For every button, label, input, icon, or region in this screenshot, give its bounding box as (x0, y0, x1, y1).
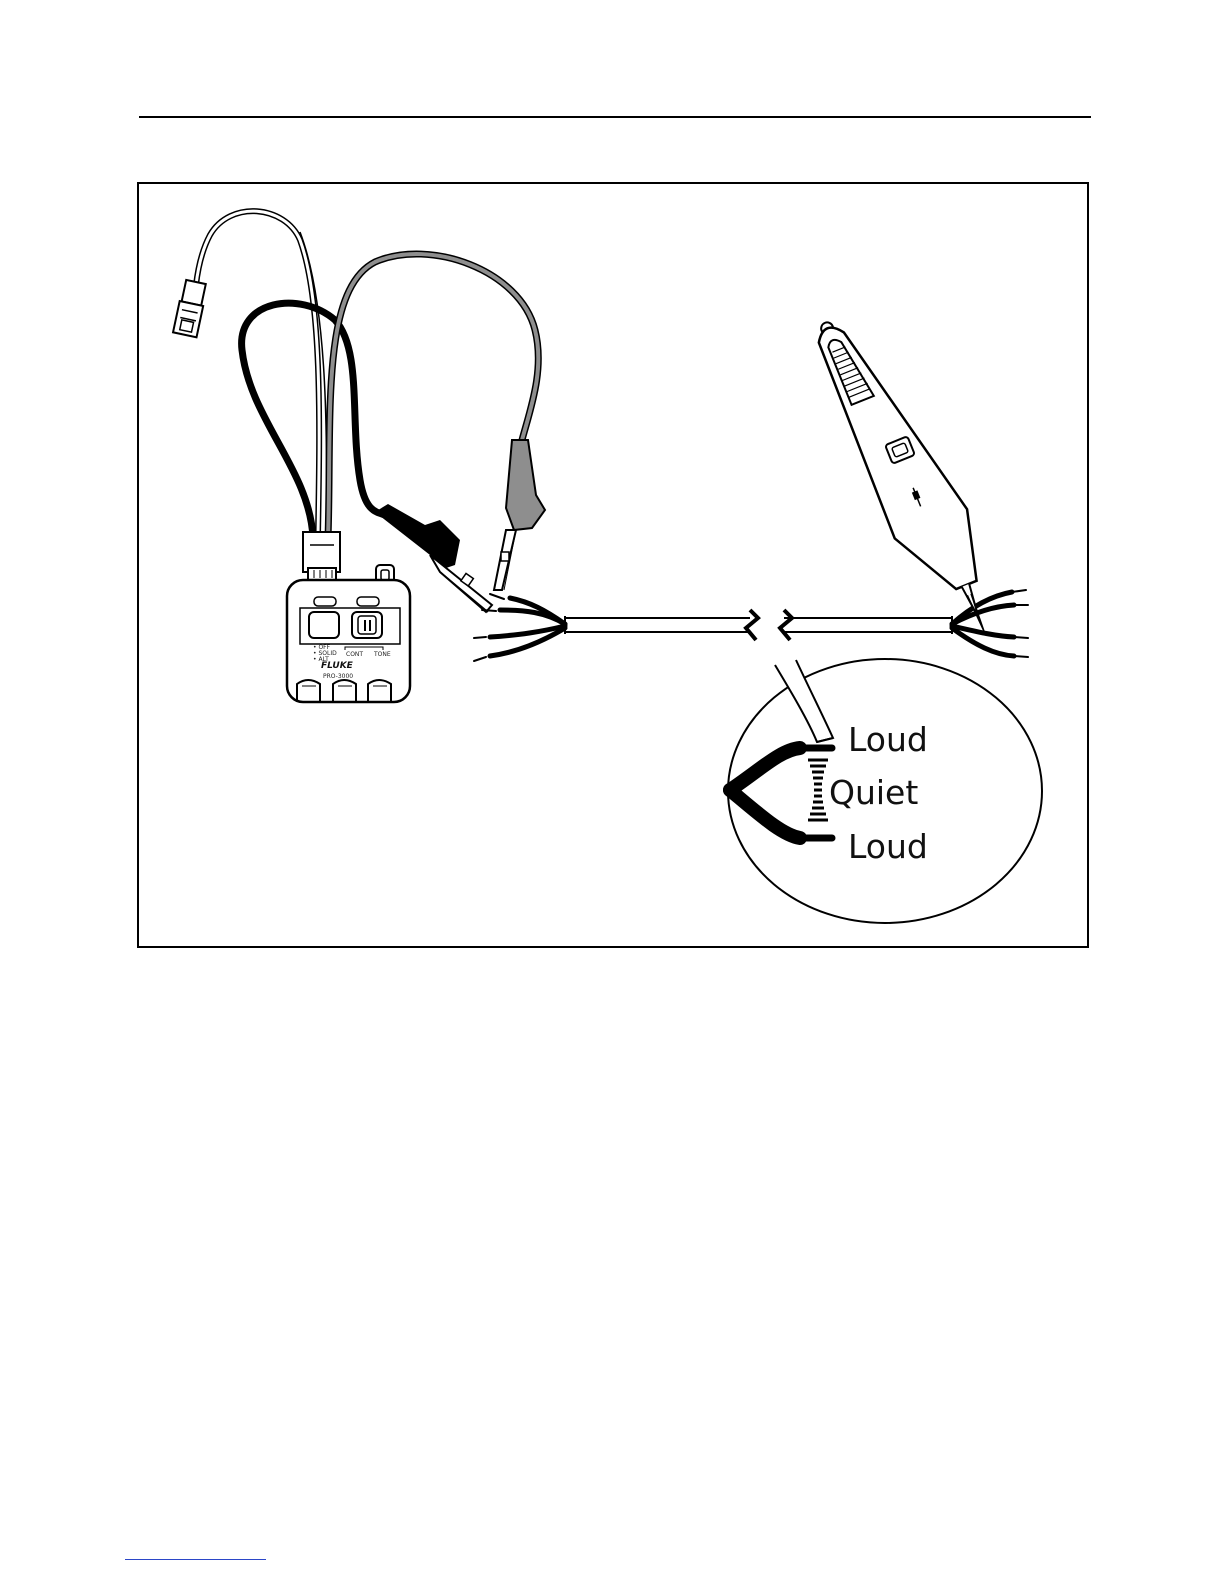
label-quiet: Quiet (829, 773, 918, 812)
mode-label-cont: CONT (346, 651, 363, 658)
gray-alligator-clip-icon (494, 440, 545, 590)
label-loud-top: Loud (848, 720, 928, 759)
rj45-cable (196, 211, 327, 535)
cable-run (565, 610, 952, 640)
footer-link-rule (125, 1559, 266, 1560)
black-test-lead (242, 303, 385, 538)
label-loud-bottom: Loud (848, 827, 928, 866)
mode-label-tone: TONE (373, 651, 391, 658)
rj45-plug-icon (173, 280, 208, 338)
tone-generator: • OFF • SOLID • ALT CONT TONE FLUKE PRO-… (287, 532, 410, 702)
break-symbol-icon (746, 610, 758, 640)
brand-logo-text: FLUKE (321, 661, 354, 671)
far-end-conductors (952, 590, 1028, 657)
tone-probe (810, 300, 1012, 650)
magnified-callout: Loud Quiet Loud (728, 659, 1042, 923)
model-label: PRO-3000 (323, 673, 353, 680)
